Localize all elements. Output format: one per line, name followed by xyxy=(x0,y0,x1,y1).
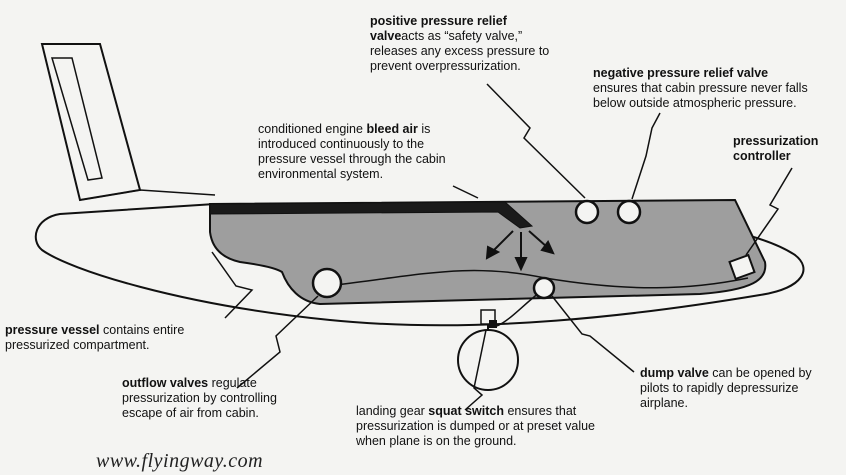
air-flow-arrows xyxy=(485,230,555,272)
positive-relief-text: releases any excess pressure to prevent … xyxy=(370,44,550,73)
squat-switch-text: ensures that pressurization is dumped or… xyxy=(356,404,596,448)
bleed-air-term: bleed air xyxy=(366,122,418,136)
bleed-air-prefix: conditioned engine xyxy=(258,122,367,136)
callout-bleed-air: conditioned engine bleed air is introduc… xyxy=(258,122,468,182)
positive-relief-term-line2: valve xyxy=(370,29,402,43)
controller-term: pressurization controller xyxy=(733,134,819,163)
outflow-valves-text: regulate pressurization by controlling e… xyxy=(122,376,277,420)
negative-relief-text: ensures that cabin pressure never falls … xyxy=(593,81,808,110)
tail-fin xyxy=(40,43,142,202)
callout-pressure-vessel: pressure vessel contains entire pressuri… xyxy=(5,323,245,353)
pressure-vessel-term: pressure vessel xyxy=(5,323,100,337)
callout-outflow-valves: outflow valves regulate pressurization b… xyxy=(122,376,312,421)
tail-fin-inner xyxy=(50,57,103,181)
callout-pressurization-controller: pressurization controller xyxy=(733,134,843,164)
squat-switch-block xyxy=(489,320,497,328)
callout-positive-relief-valve: positive pressure relief valveacts as “s… xyxy=(370,14,570,74)
callout-negative-relief-valve: negative pressure relief valve ensures t… xyxy=(593,66,838,111)
positive-relief-valve-shape xyxy=(574,199,600,225)
bleed-air-duct xyxy=(209,201,534,229)
positive-relief-term-line1: positive pressure relief xyxy=(370,14,507,28)
callout-dump-valve: dump valve can be opened by pilots to ra… xyxy=(640,366,820,411)
landing-gear-wheel xyxy=(457,329,519,391)
leader-lines xyxy=(211,83,793,411)
outflow-valve-shape xyxy=(311,267,343,299)
bleed-air-text: is introduced continuously to the pressu… xyxy=(258,122,446,181)
watermark: www.flyingway.com xyxy=(96,450,264,472)
callout-squat-switch: landing gear squat switch ensures that p… xyxy=(356,404,626,449)
tail-fin-fairing xyxy=(79,189,216,201)
negative-relief-valve-shape xyxy=(616,199,642,225)
squat-switch-term: squat switch xyxy=(428,404,504,418)
pressure-vessel-text: contains entire pressurized compartment. xyxy=(5,323,185,352)
squat-switch-wire xyxy=(496,291,541,327)
dump-valve-term: dump valve xyxy=(640,366,709,380)
positive-relief-inline-text: acts as “safety valve,” xyxy=(401,29,523,43)
dump-valve-text: can be opened by pilots to rapidly depre… xyxy=(640,366,812,410)
outflow-valves-term: outflow valves xyxy=(122,376,209,390)
negative-relief-term: negative pressure relief valve xyxy=(593,66,769,80)
controller-box xyxy=(728,253,756,281)
dump-valve-shape xyxy=(532,276,556,300)
squat-switch-prefix: landing gear xyxy=(356,404,429,418)
